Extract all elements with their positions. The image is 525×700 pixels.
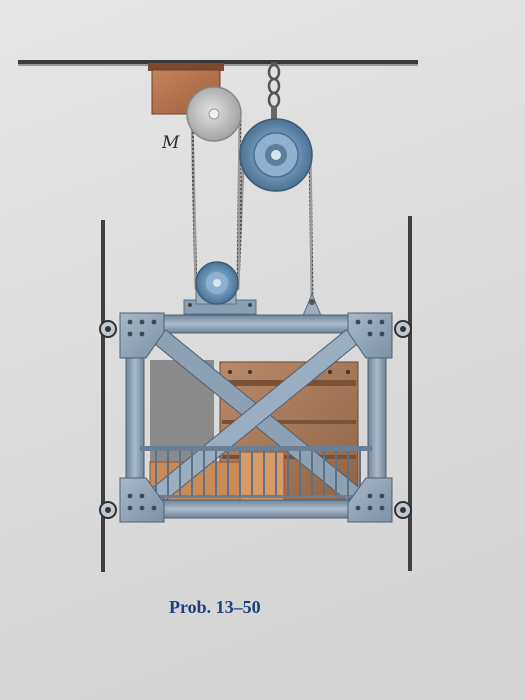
bolt-icon	[367, 493, 373, 499]
bolt-icon	[151, 505, 157, 511]
figure-caption: Prob. 13–50	[169, 597, 261, 617]
bolt-icon	[127, 331, 133, 337]
bolt-icon	[151, 319, 157, 325]
guide-roller-icon	[394, 320, 412, 338]
pulley-icon	[239, 118, 313, 192]
bolt-icon	[367, 505, 373, 511]
cable-anchor	[301, 292, 323, 319]
guide-rails	[101, 216, 412, 572]
pulley-icon	[183, 261, 257, 315]
bolt-icon	[139, 331, 145, 337]
bolt-icon	[379, 493, 385, 499]
bolt-icon	[355, 319, 361, 325]
bolt-icon	[139, 493, 145, 499]
guide-roller-icon	[394, 501, 412, 519]
bolt-icon	[367, 331, 373, 337]
ceiling-hook-icon	[267, 62, 281, 120]
bolt-icon	[139, 505, 145, 511]
bolt-icon	[367, 319, 373, 325]
bolt-icon	[379, 319, 385, 325]
bolt-icon	[127, 319, 133, 325]
bolt-group	[127, 319, 385, 511]
pulley-icon	[186, 86, 242, 142]
mass-label-M: M	[162, 133, 180, 153]
bolt-icon	[127, 505, 133, 511]
guide-roller-icon	[99, 320, 117, 338]
bolt-icon	[379, 331, 385, 337]
bolt-icon	[355, 505, 361, 511]
bolt-icon	[379, 505, 385, 511]
bolt-icon	[139, 319, 145, 325]
bolt-icon	[127, 493, 133, 499]
guide-roller-icon	[99, 501, 117, 519]
